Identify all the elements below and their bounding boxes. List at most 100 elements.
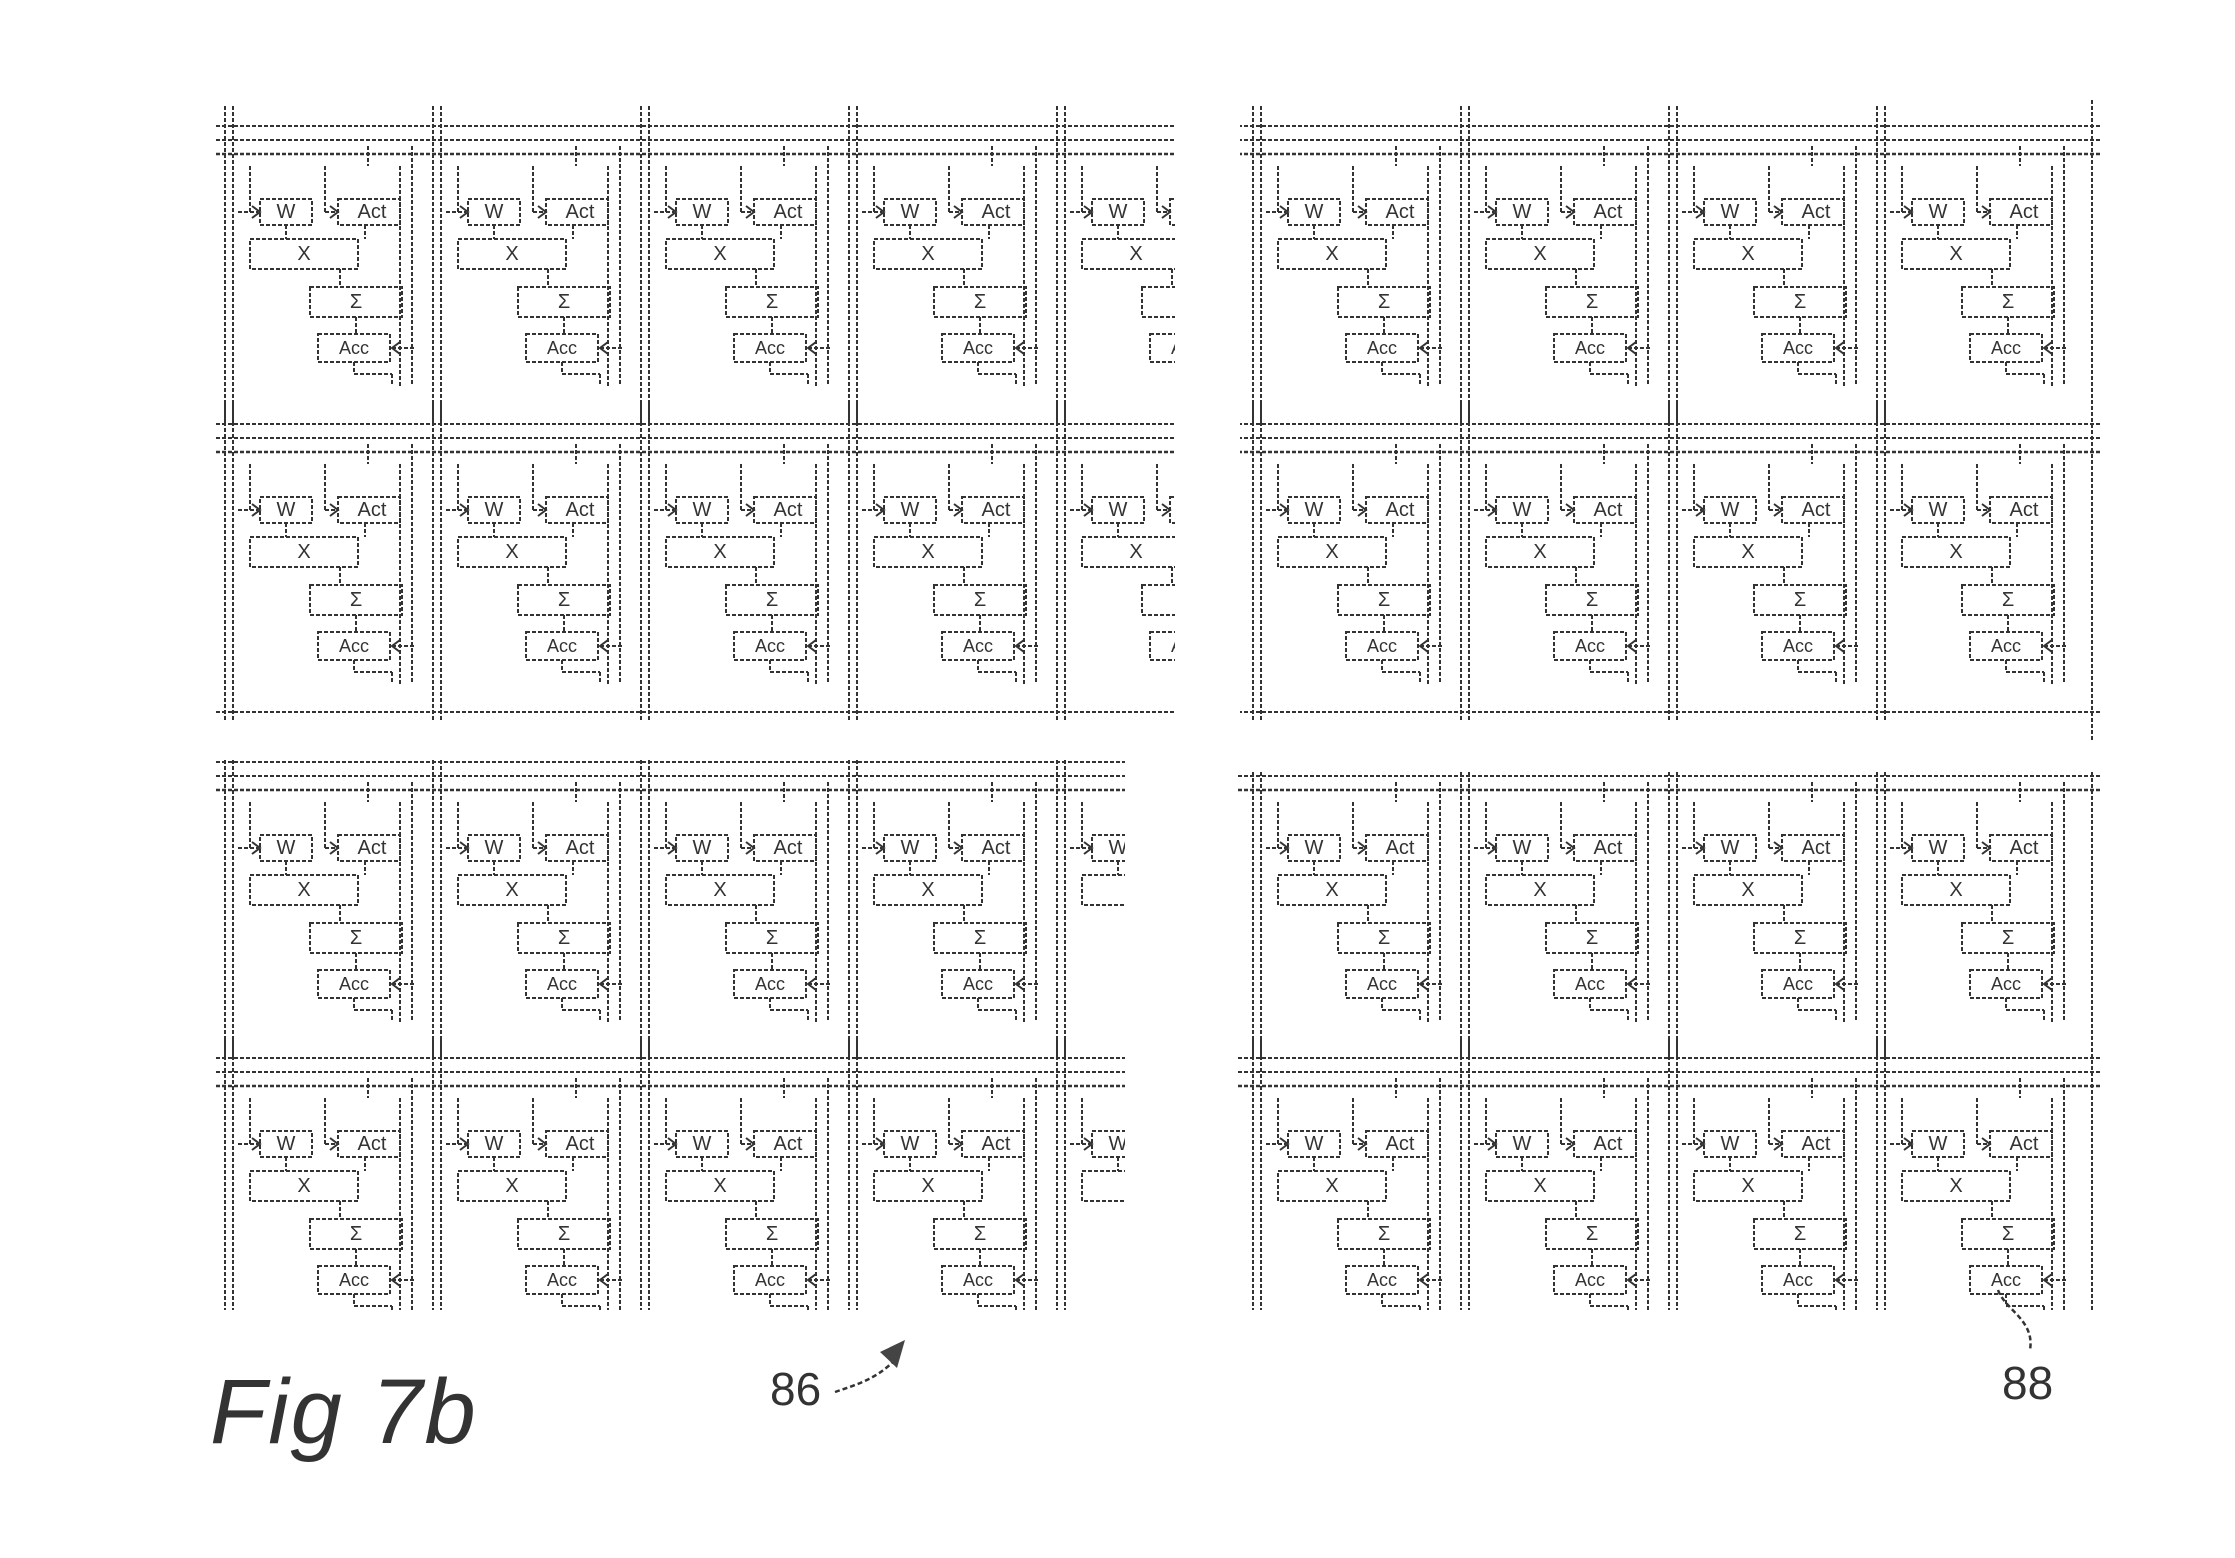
accumulator-label: Acc <box>1783 1270 1813 1290</box>
activation-label: Act <box>1802 499 1831 521</box>
weight-input-arrow <box>1903 1137 1914 1151</box>
multiplier-block <box>1693 536 1803 568</box>
multiplier-label: X <box>1949 1175 1962 1197</box>
activation-label: Act <box>774 1133 803 1155</box>
multiplier-label: X <box>1949 541 1962 563</box>
weight-label: W <box>485 499 504 521</box>
weight-label: W <box>485 1133 504 1155</box>
activation-input-arrow <box>329 503 340 517</box>
weight-label: W <box>277 1133 296 1155</box>
multiplier-label: X <box>921 1175 934 1197</box>
weight-input-arrow <box>667 1137 678 1151</box>
accumulator-label: Acc <box>755 338 785 358</box>
multiplier-label: X <box>1325 243 1338 265</box>
activation-label: Act <box>358 499 387 521</box>
weight-label: W <box>1929 499 1948 521</box>
activation-label: Act <box>982 1133 1011 1155</box>
weight-input-arrow <box>251 503 262 517</box>
multiplier-label: X <box>1129 243 1142 265</box>
accumulator-label: Acc <box>963 338 993 358</box>
activation-input-arrow <box>953 503 964 517</box>
adder-label: Σ <box>1794 1223 1806 1245</box>
weight-input-arrow <box>1279 1137 1290 1151</box>
weight-input-arrow <box>667 503 678 517</box>
multiplier-block <box>1485 536 1595 568</box>
adder-label: Σ <box>1586 291 1598 313</box>
activation-label: Act <box>2010 1133 2039 1155</box>
weight-input-arrow <box>459 205 470 219</box>
weight-label: W <box>1721 1133 1740 1155</box>
multiplier-label: X <box>297 879 310 901</box>
accumulator-label: Acc <box>547 1270 577 1290</box>
accumulator-label: Acc <box>1171 1270 1201 1290</box>
multiplier-label: X <box>1741 243 1754 265</box>
weight-input-arrow <box>1083 841 1094 855</box>
weight-label: W <box>693 837 712 859</box>
multiplier-block <box>457 536 567 568</box>
activation-input-arrow <box>1773 1137 1784 1151</box>
weight-label: W <box>277 201 296 223</box>
weight-label: W <box>1305 499 1324 521</box>
multiplier-label: X <box>505 1175 518 1197</box>
activation-input-arrow <box>1161 205 1172 219</box>
weight-input-arrow <box>1695 503 1706 517</box>
activation-register <box>1169 496 1175 524</box>
accumulator-label: Acc <box>755 636 785 656</box>
weight-input-arrow <box>667 205 678 219</box>
activation-input-arrow <box>1773 841 1784 855</box>
weight-input-arrow <box>875 503 886 517</box>
activation-label: Act <box>358 1133 387 1155</box>
multiplier-block <box>249 238 359 270</box>
activation-label: Act <box>2010 499 2039 521</box>
activation-label: Act <box>1386 837 1415 859</box>
activation-register <box>1170 1131 1232 1157</box>
accumulator-label: Acc <box>1367 1270 1397 1290</box>
accumulator-label: Acc <box>339 636 369 656</box>
activation-label: Act <box>1594 499 1623 521</box>
weight-input-arrow <box>1279 503 1290 517</box>
leader-86-arrowhead <box>880 1340 905 1368</box>
multiplier-label: X <box>1741 1175 1754 1197</box>
activation-input-arrow <box>1162 842 1170 854</box>
weight-input-arrow <box>1487 841 1498 855</box>
accumulator-label: Acc <box>1783 338 1813 358</box>
multiplier-block <box>1081 1170 1125 1202</box>
weight-label: W <box>693 201 712 223</box>
multiplier-block <box>873 1170 983 1202</box>
activation-label: Act <box>358 201 387 223</box>
multiplier-block <box>1901 238 2011 270</box>
adder-label: Σ <box>766 1223 778 1245</box>
weight-label: W <box>277 499 296 521</box>
multiplier-label: X <box>1533 541 1546 563</box>
activation-input-arrow <box>745 1137 756 1151</box>
adder-label: Σ <box>1378 291 1390 313</box>
accumulator-label: Acc <box>547 974 577 994</box>
activation-label: Act <box>566 499 595 521</box>
adder-label: Σ <box>2002 291 2014 313</box>
weight-label: W <box>901 499 920 521</box>
multiplier-block <box>1277 1170 1387 1202</box>
adder-label: Σ <box>1586 589 1598 611</box>
activation-label: Act <box>982 837 1011 859</box>
adder-block <box>1141 286 1175 318</box>
activation-input-arrow <box>1357 503 1368 517</box>
activation-input-arrow <box>1162 1138 1170 1150</box>
activation-input-arrow <box>329 841 340 855</box>
multiplier-block <box>249 1170 359 1202</box>
adder-label: Σ <box>1586 1223 1598 1245</box>
weight-label: W <box>1929 1133 1948 1155</box>
multiplier-block <box>1081 536 1175 568</box>
weight-label: W <box>901 837 920 859</box>
